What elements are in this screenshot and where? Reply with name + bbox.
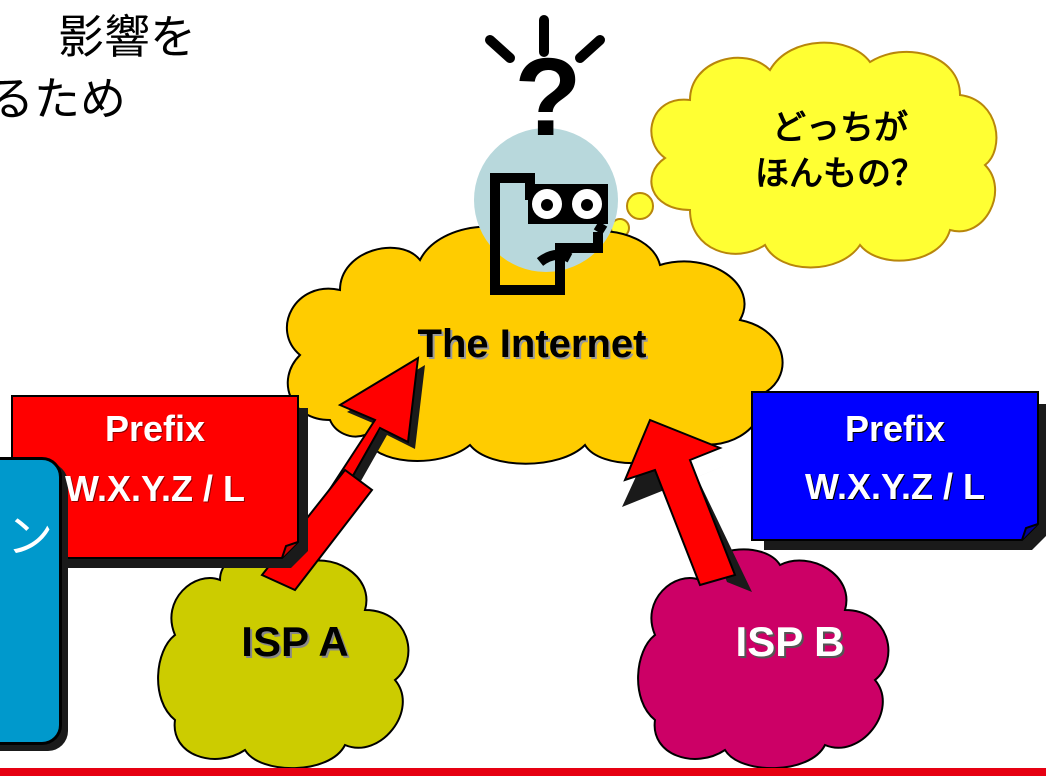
person-eyes-icon [528, 184, 608, 224]
announcement-left-line-2: W.X.Y.Z / L [64, 468, 246, 509]
speech-line-1: どっちが [772, 109, 908, 147]
heading-line-1: 影響を [58, 10, 196, 64]
arrow-isp-b-to-internet [622, 418, 752, 592]
isp-a-cloud [157, 548, 410, 770]
bottom-rule [0, 768, 1046, 776]
isp-a-label: ISP A [241, 618, 349, 665]
announcement-note-left [11, 395, 308, 568]
announcement-right-line-2: W.X.Y.Z / L [804, 466, 986, 507]
question-mark-icon: ? [514, 36, 581, 159]
announcement-left-line-1: Prefix [104, 408, 206, 449]
side-panel: ン [0, 457, 62, 745]
announcement-right-line-1: Prefix [844, 408, 946, 449]
speech-cloud [610, 41, 998, 269]
person-face-icon [490, 173, 608, 295]
announcement-note-right [751, 391, 1046, 550]
thinking-lines-icon [485, 15, 605, 63]
isp-b-cloud [637, 548, 890, 770]
internet-label: The Internet [417, 322, 647, 366]
speech-line-2: ほんもの？ [755, 155, 925, 193]
isp-b-label: ISP B [735, 618, 845, 665]
side-panel-text: ン [7, 509, 53, 563]
heading-line-2: るため [0, 72, 126, 126]
